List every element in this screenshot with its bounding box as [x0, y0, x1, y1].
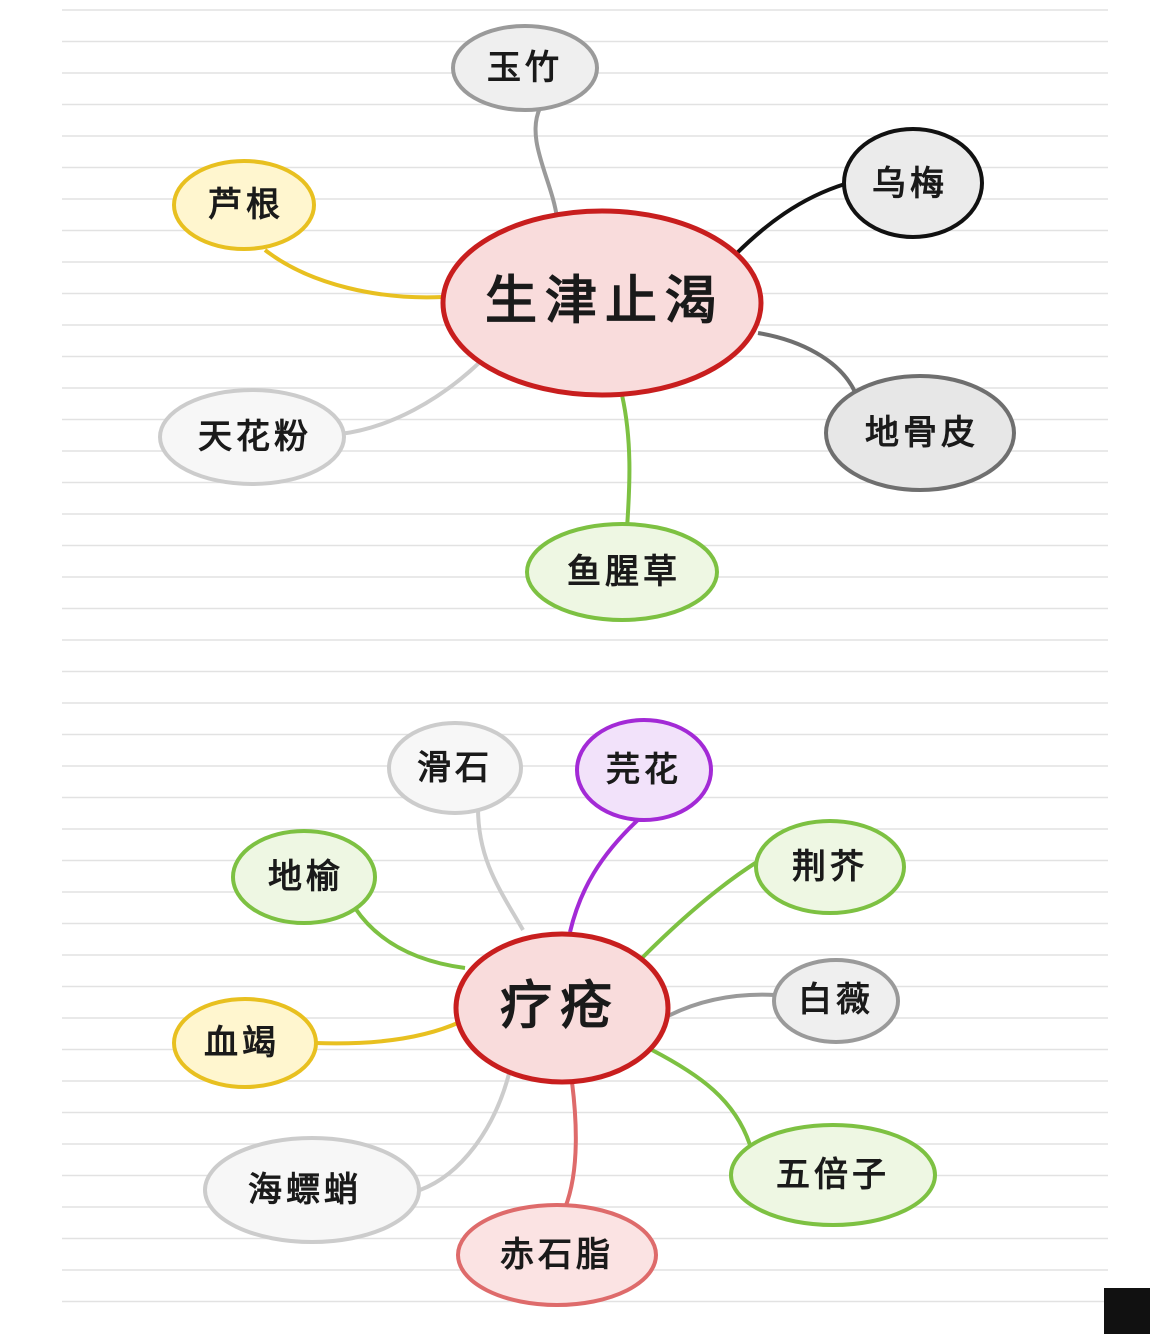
connector-yuanhua: [568, 816, 642, 933]
node-jingjie-label: 荆芥: [792, 847, 868, 887]
connector-xuejie: [314, 1020, 461, 1046]
node-yuxingcao: [525, 522, 719, 622]
node-wumei: [842, 127, 984, 239]
node-tianhuafen: [158, 388, 346, 486]
node-diyu-label: 地榆: [268, 857, 344, 897]
connector-lugen: [263, 248, 444, 300]
node-huashi: [387, 721, 523, 815]
node-yuanhua: [575, 718, 713, 822]
node-wubeizi: [729, 1123, 937, 1227]
connector-yuzhu: [533, 107, 559, 219]
connector-wumei: [733, 182, 846, 257]
node-yuzhu: [451, 24, 599, 112]
node-diyu: [231, 829, 377, 925]
mind-map-1: 玉竹 乌梅 芦根 天花粉 地骨皮 鱼腥草 生津止渴: [158, 24, 1016, 622]
connector-wubeizi: [651, 1048, 752, 1146]
center-label-shengjin: 生津止渴: [485, 271, 725, 332]
mind-map-2: 滑石 芫花 地榆 荆芥 白薇 血竭 五倍子 海螵蛸 赤石脂 疗疮: [172, 718, 937, 1307]
node-haipiaoxiao-label: 海螵蛸: [248, 1170, 362, 1210]
connector-jingjie: [640, 858, 762, 960]
connector-chishizhi: [563, 1081, 578, 1209]
center-node-shengjin: [440, 208, 764, 398]
center-node-liaochuang: [453, 931, 671, 1085]
connector-digupi: [757, 331, 857, 393]
node-lugen: [172, 159, 316, 251]
node-yuzhu-label: 玉竹: [487, 48, 563, 88]
node-tianhuafen-label: 天花粉: [198, 417, 312, 457]
node-wubeizi-label: 五倍子: [776, 1155, 890, 1195]
node-chishizhi: [456, 1203, 658, 1307]
node-haipiaoxiao: [203, 1136, 421, 1244]
connector-huashi: [476, 807, 525, 931]
node-digupi: [824, 374, 1016, 492]
node-yuanhua-label: 芫花: [606, 750, 682, 790]
center-label-liaochuang: 疗疮: [500, 976, 620, 1037]
node-lugen-label: 芦根: [208, 185, 284, 225]
node-wumei-label: 乌梅: [872, 164, 948, 204]
node-baiwei-label: 白薇: [798, 980, 874, 1020]
connector-haipiaoxiao: [419, 1069, 512, 1192]
node-xuejie-label: 血竭: [204, 1023, 280, 1063]
connector-diyu: [353, 906, 466, 970]
node-baiwei: [772, 958, 900, 1044]
node-xuejie: [172, 997, 318, 1089]
connector-baiwei: [667, 992, 776, 1018]
node-yuxingcao-label: 鱼腥草: [567, 552, 681, 592]
corner-dark-block: [1104, 1288, 1150, 1334]
connector-yuxingcao: [620, 394, 632, 529]
node-huashi-label: 滑石: [417, 748, 493, 788]
connector-tianhuafen: [339, 360, 482, 436]
node-chishizhi-label: 赤石脂: [500, 1235, 614, 1275]
node-jingjie: [754, 819, 906, 915]
node-digupi-label: 地骨皮: [865, 413, 979, 453]
